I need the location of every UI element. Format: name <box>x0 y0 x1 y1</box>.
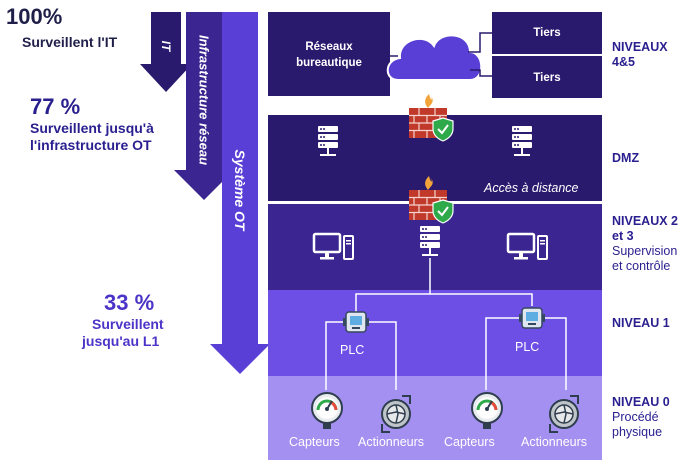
office-networks-box <box>268 12 390 96</box>
actuator-icon <box>549 395 579 433</box>
stat-77-caption-1: Surveillent jusqu'à <box>30 120 154 136</box>
level-1-label: NIVEAU 1 <box>612 316 670 330</box>
level-0-sub-1: Procédé <box>612 410 659 424</box>
server-icon <box>318 126 338 156</box>
level-23-sub-1: Supervision <box>612 244 678 258</box>
office-networks-label-2: bureautique <box>296 57 362 69</box>
workstation-icon <box>506 232 549 261</box>
level-0-label: NIVEAU 0 <box>612 395 670 409</box>
actuators-label-2: Actionneurs <box>521 435 588 449</box>
cloud-icon <box>386 34 483 81</box>
plc-label-1: PLC <box>340 343 365 357</box>
stat-33-caption-1: Surveillent <box>92 316 164 332</box>
firewall-icon <box>408 93 454 142</box>
workstation-icon <box>312 232 355 261</box>
infra-arrow <box>174 12 234 200</box>
plc-icon <box>342 311 370 333</box>
stat-33-percent: 33 % <box>104 290 155 315</box>
ot-arrow <box>210 12 270 374</box>
office-networks-label-1: Réseaux <box>305 41 353 53</box>
third-party-label-2: Tiers <box>533 72 561 84</box>
stat-100-caption: Surveillent l'IT <box>22 34 118 50</box>
sensor-gauge-icon <box>470 391 504 431</box>
level-23-label-1: NIVEAUX 2 <box>612 214 678 228</box>
remote-access-label: Accès à distance <box>484 181 579 195</box>
sensors-label-2: Capteurs <box>444 435 495 449</box>
firewall-icon <box>408 175 454 224</box>
third-party-label-1: Tiers <box>533 27 561 39</box>
plc-label-2: PLC <box>515 340 540 354</box>
plc-icon <box>518 307 546 329</box>
third-party-box-1 <box>492 12 602 54</box>
level-45-label-1: NIVEAUX <box>612 40 668 54</box>
band-level-1 <box>268 290 602 376</box>
level-0-sub-2: physique <box>612 425 663 439</box>
level-23-label-2: et 3 <box>612 229 634 243</box>
third-party-box-2 <box>492 56 602 98</box>
server-icon <box>512 126 532 156</box>
sensors-label-1: Capteurs <box>289 435 340 449</box>
actuators-label-1: Actionneurs <box>358 435 425 449</box>
server-icon <box>420 226 440 256</box>
sensor-gauge-icon <box>310 391 344 431</box>
level-23-sub-2: et contrôle <box>612 259 671 273</box>
level-dmz-label: DMZ <box>612 151 640 165</box>
stat-77-percent: 77 % <box>30 94 81 119</box>
stat-77-caption-2: l'infrastructure OT <box>30 137 152 153</box>
actuator-icon <box>381 395 411 433</box>
it-arrow <box>140 12 192 92</box>
stat-33-caption-2: jusqu'au L1 <box>82 333 160 349</box>
stat-100-percent: 100% <box>6 4 63 29</box>
level-45-label-2: 4&5 <box>612 55 635 69</box>
